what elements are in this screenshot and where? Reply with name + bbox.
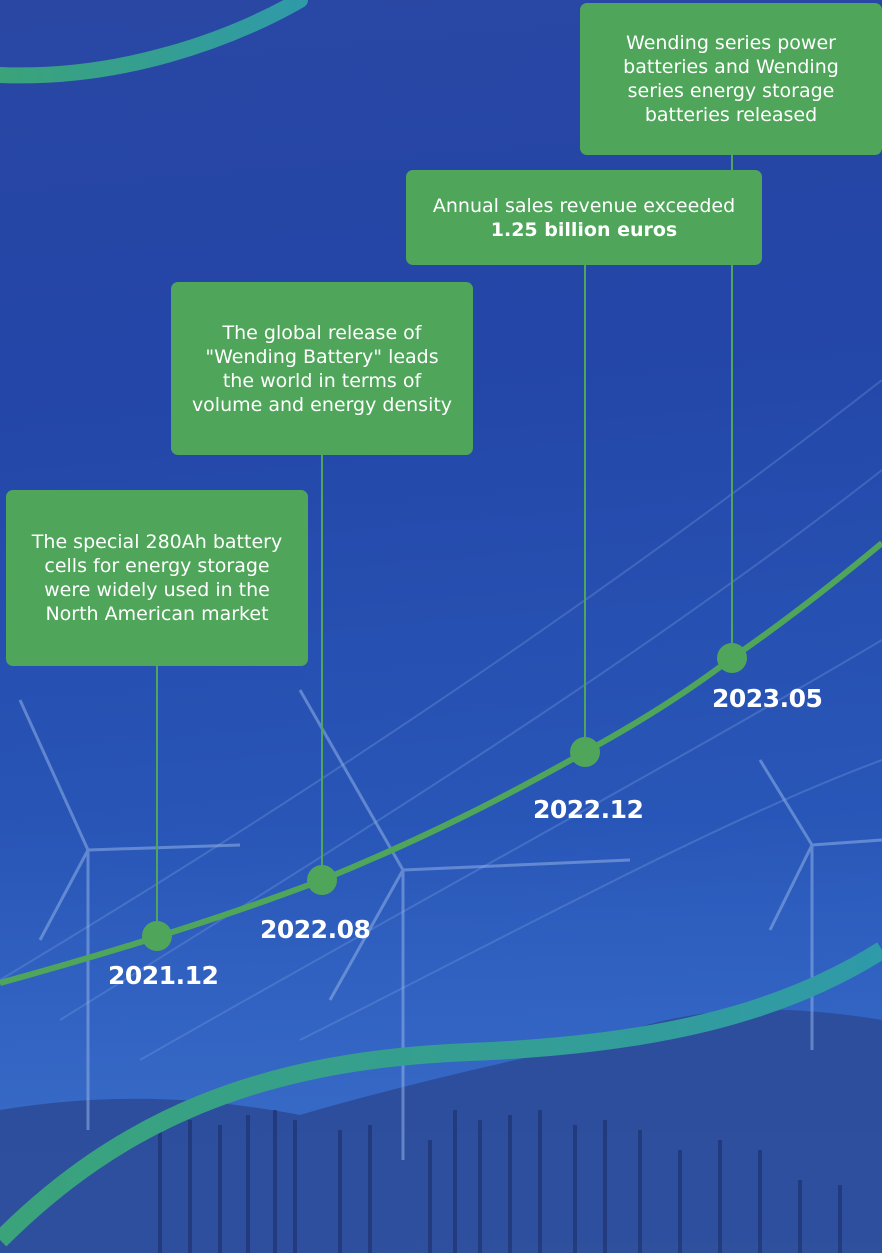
milestone-box-2021-12: The special 280Ah battery cells for ener… [6,490,308,666]
date-label-2022-12: 2022.12 [533,795,644,824]
milestone-text-2022-08: The global release of "Wending Battery" … [191,321,453,416]
top-decor-curve [0,0,308,84]
milestone-box-2023-05: Wending series power batteries and Wendi… [580,3,882,155]
milestone-box-2022-08: The global release of "Wending Battery" … [171,282,473,455]
milestone-text-2022-12: Annual sales revenue exceeded 1.25 billi… [424,194,744,242]
date-label-2021-12: 2021.12 [108,961,219,990]
dot-2022-08 [307,865,337,895]
milestone-text-2021-12: The special 280Ah battery cells for ener… [31,531,283,625]
dot-2023-05 [717,643,747,673]
milestone-box-2022-12: Annual sales revenue exceeded 1.25 billi… [406,170,762,265]
revenue-highlight: 1.25 billion euros [490,218,678,241]
date-label-2022-08: 2022.08 [260,915,371,944]
milestone-text-prefix: Annual sales revenue exceeded [432,194,736,217]
growth-curve [0,540,882,986]
wind-turbines [18,689,882,1160]
date-label-2023-05: 2023.05 [712,684,823,713]
dot-2021-12 [142,921,172,951]
solar-posts [158,1110,842,1253]
dot-2022-12 [570,737,600,767]
milestone-text-2023-05: Wending series power batteries and Wendi… [623,32,839,126]
bottom-decor-curve [0,942,882,1247]
